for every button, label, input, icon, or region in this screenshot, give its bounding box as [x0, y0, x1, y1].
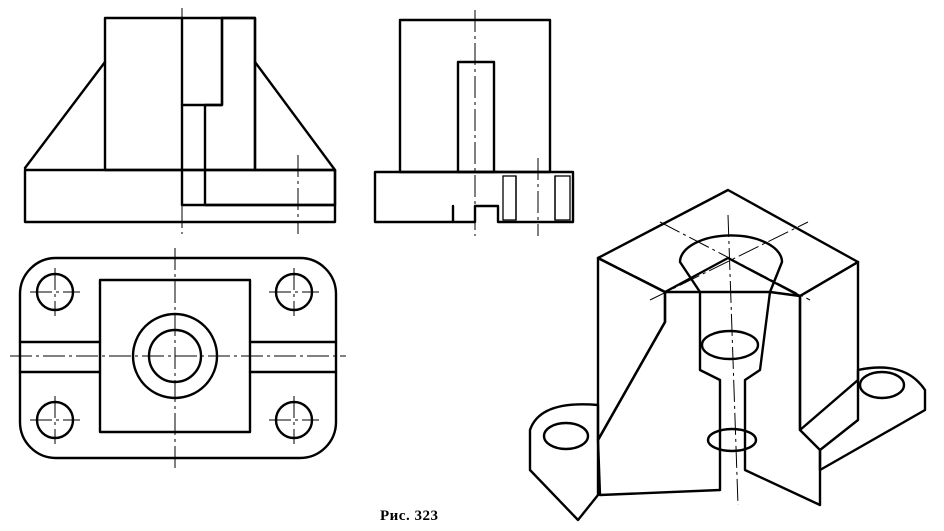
iso-top-face — [596, 188, 860, 298]
front-rib-right — [253, 60, 337, 172]
iso-bore-step — [700, 329, 760, 361]
top-view — [10, 248, 346, 470]
iso-hole-left — [542, 421, 590, 451]
iso-axis-v — [727, 214, 739, 506]
side-base-outline — [373, 170, 575, 224]
iso-base-right — [818, 366, 927, 472]
figure-caption: Рис. 323 — [380, 508, 439, 524]
top-base-outline — [18, 256, 338, 460]
iso-section-left — [596, 290, 722, 497]
side-view — [373, 10, 575, 236]
iso-left-wall — [596, 256, 667, 442]
side-hatch-right — [554, 175, 571, 221]
iso-right-wall — [798, 260, 860, 432]
iso-section-right — [743, 290, 822, 507]
side-bore — [456, 60, 496, 174]
front-rib-left — [23, 60, 107, 170]
front-bore-upper — [180, 16, 224, 107]
front-base-outline — [23, 168, 337, 224]
iso-top-bore — [678, 234, 784, 294]
front-boss-outline — [103, 16, 257, 172]
iso-groove — [706, 427, 758, 453]
front-section-hatch — [203, 16, 337, 207]
side-hatch-left — [502, 175, 517, 221]
isometric-view — [528, 188, 927, 522]
front-view — [23, 8, 337, 234]
iso-hole-right — [858, 370, 906, 400]
iso-base-left — [528, 403, 600, 522]
